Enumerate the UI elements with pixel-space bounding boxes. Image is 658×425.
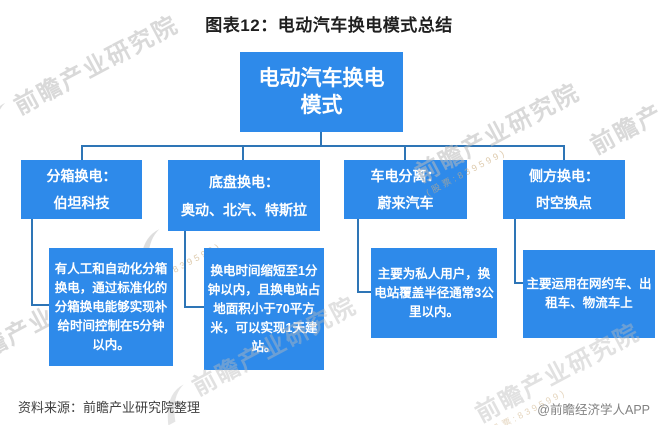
branch-node-3: 车电分离： 蔚来汽车 — [344, 160, 467, 219]
watermark: 前瞻产业研究院 — [583, 45, 658, 161]
connector-drop-3 — [404, 146, 406, 160]
branch-3-company: 蔚来汽车 — [377, 194, 434, 211]
connector-elbow-3 — [357, 219, 371, 293]
connector-elbow-1 — [31, 219, 49, 306]
source-note: 资料来源：前瞻产业研究院整理 — [18, 400, 201, 415]
qianzhan-logo-icon — [0, 102, 6, 146]
branch-3-type: 车电分离： — [370, 167, 441, 184]
branch-2-company: 奥动、北汽、特斯拉 — [181, 201, 307, 218]
connector-elbow-4 — [514, 219, 523, 284]
app-credit: @前瞻经济学人APP — [537, 403, 650, 417]
root-node-label-line2: 模式 — [300, 94, 343, 117]
detail-node-4: 主要运用在网约车、出租车、物流车上 — [523, 250, 655, 338]
branch-node-1: 分箱换电： 伯坦科技 — [21, 160, 142, 219]
connector-bus — [81, 145, 565, 147]
connector-elbow-2 — [184, 231, 204, 308]
connector-root-drop — [320, 131, 322, 146]
branch-1-type: 分箱换电： — [46, 167, 117, 184]
branch-node-4: 侧方换电： 时空换点 — [503, 160, 625, 219]
detail-node-1: 有人工和自动化分箱换电，通过标准化的分箱换电能够实现补给时间控制在5分钟以内。 — [49, 248, 173, 366]
watermark-text: 前瞻产业研究院 — [586, 50, 658, 161]
branch-1-company: 伯坦科技 — [53, 194, 110, 211]
branch-2-type: 底盘换电： — [209, 173, 279, 190]
detail-node-3: 主要为私人用户，换电站覆盖半径通常3公里以内。 — [371, 248, 497, 338]
connector-drop-2 — [242, 146, 244, 160]
branch-4-company: 时空换点 — [536, 194, 592, 211]
root-node-label-line1: 电动汽车换电 — [258, 67, 385, 90]
branch-4-type: 侧方换电： — [529, 167, 599, 184]
root-node: 电动汽车换电 模式 — [240, 52, 403, 132]
branch-node-2: 底盘换电： 奥动、北汽、特斯拉 — [168, 160, 320, 231]
figure-title: 图表12：电动汽车换电模式总结 — [205, 16, 453, 35]
detail-node-2: 换电时间缩短至1分钟以内，且换电站占地面积小于70平方米，可以实现1天建站。 — [204, 248, 324, 370]
connector-drop-1 — [81, 146, 83, 160]
connector-drop-4 — [563, 146, 565, 160]
